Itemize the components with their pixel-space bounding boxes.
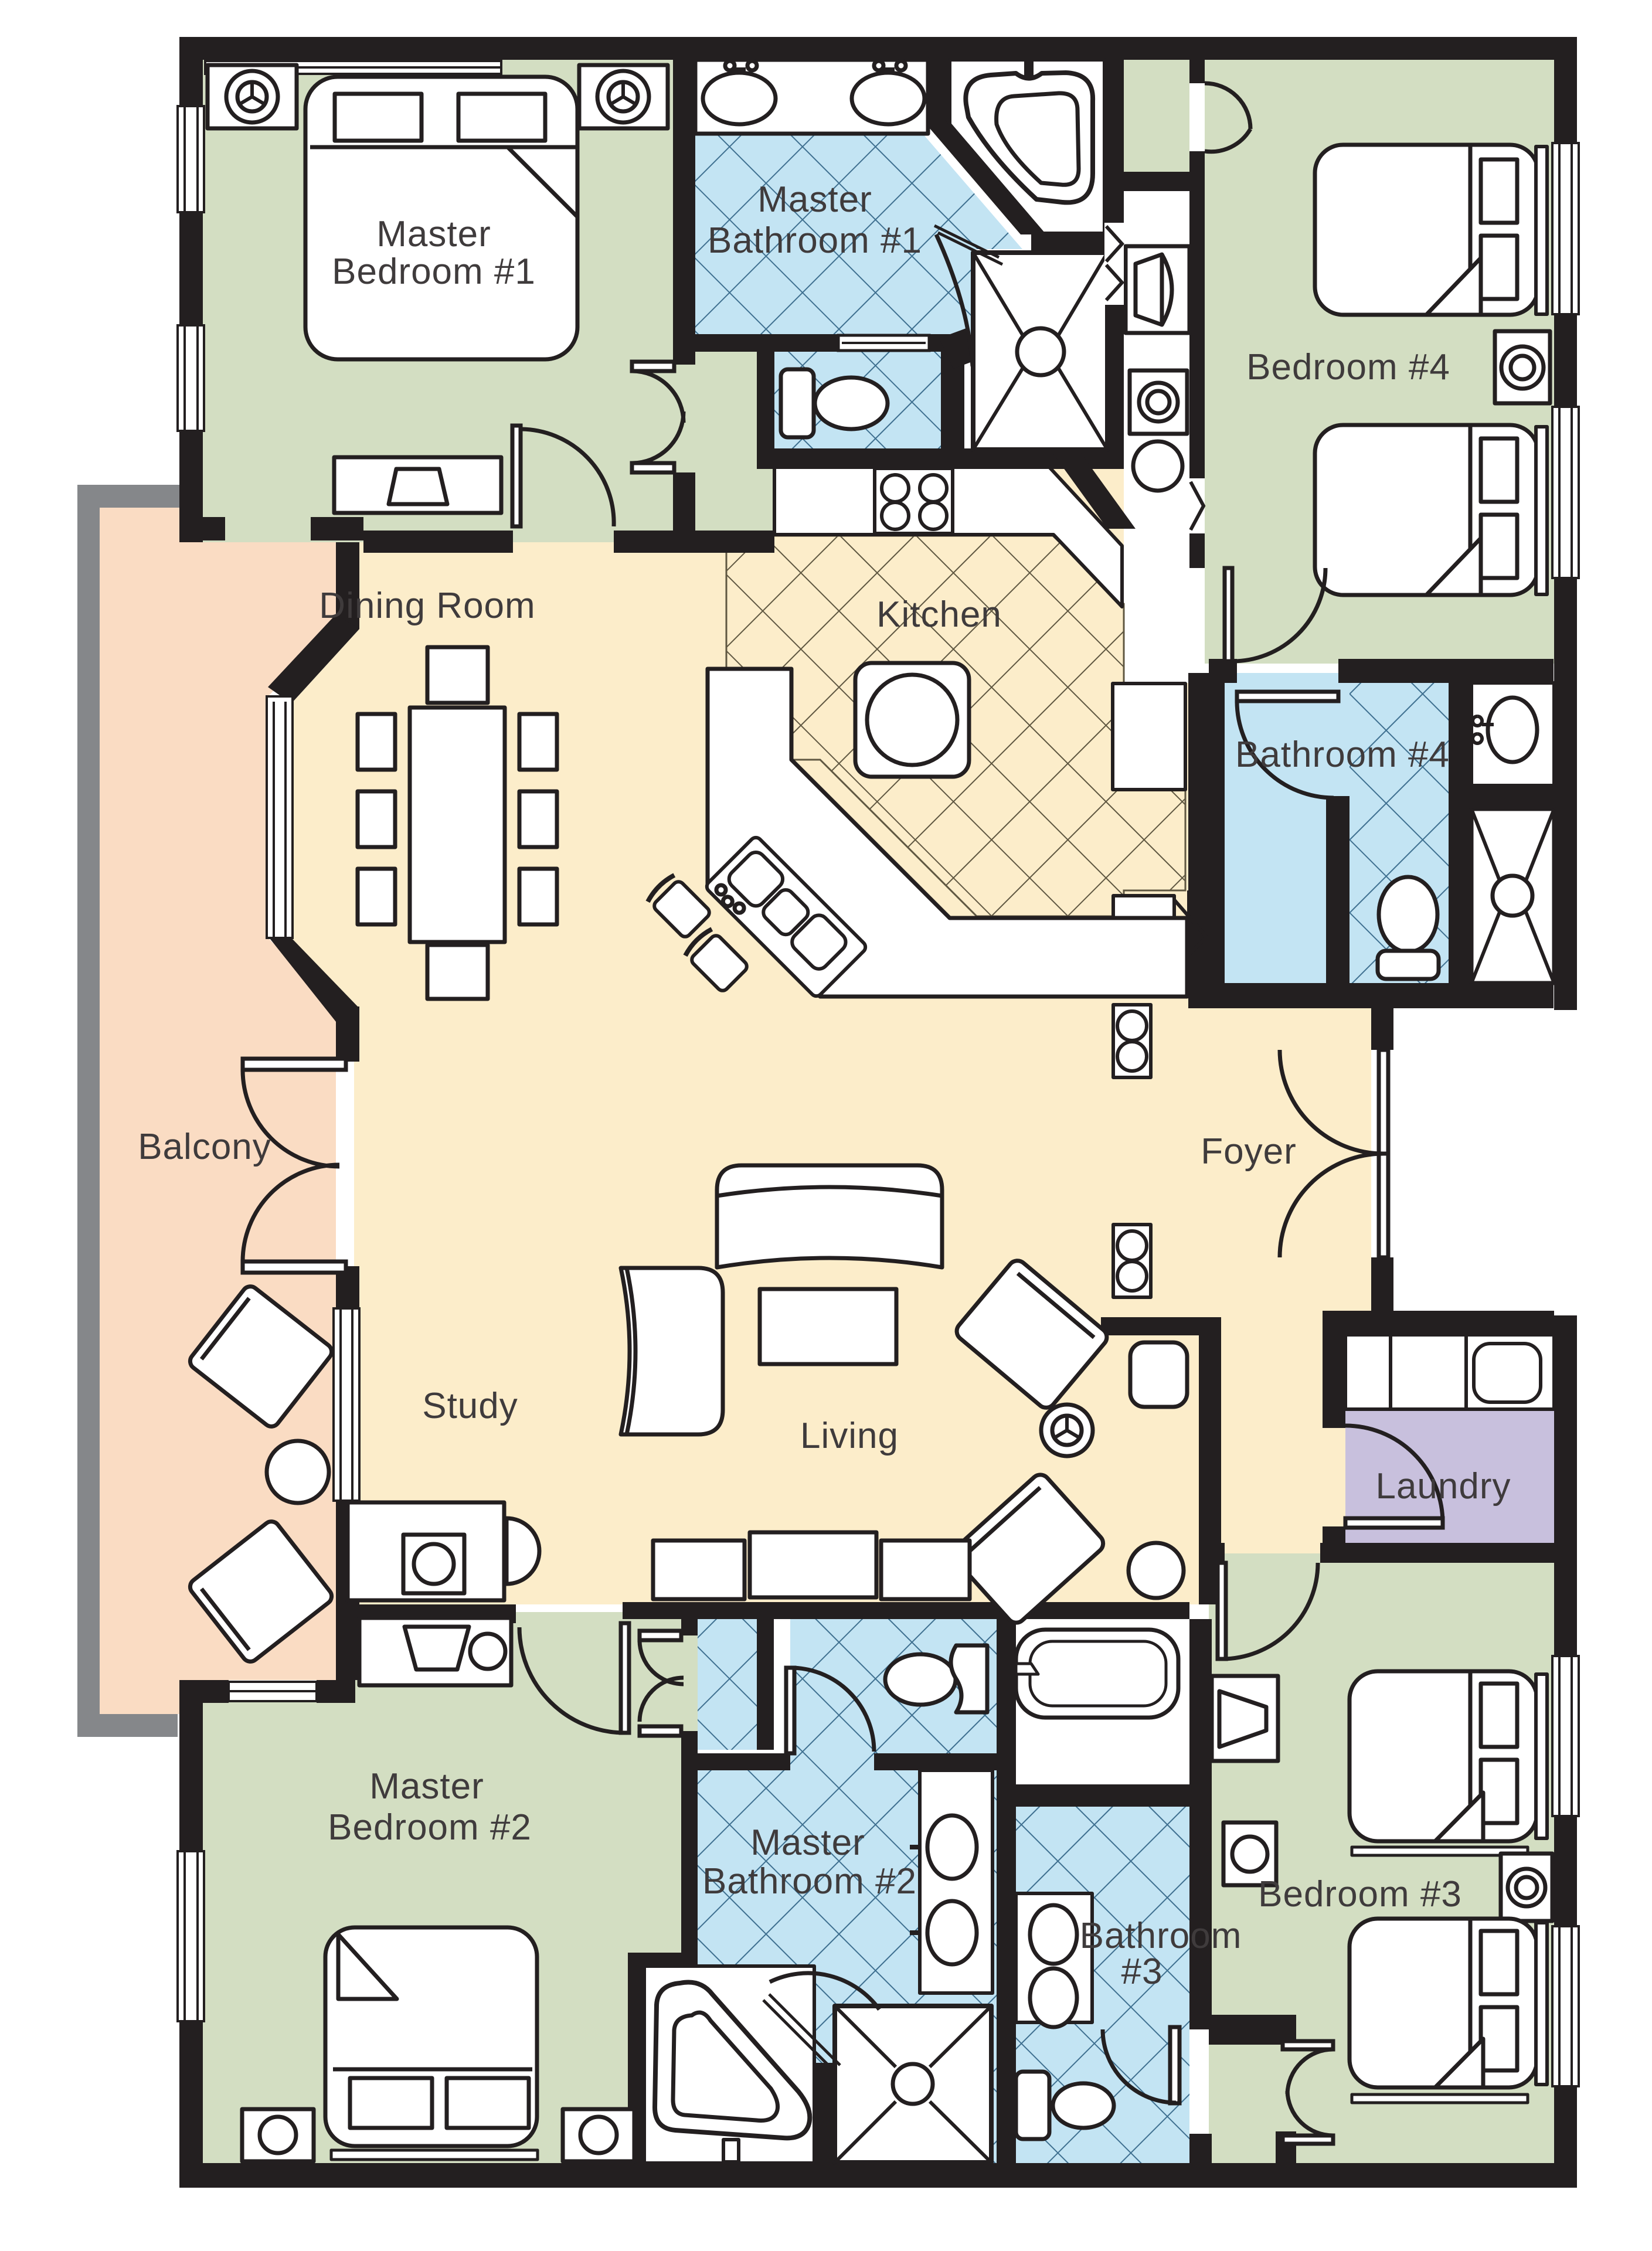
svg-text:Laundry: Laundry: [1375, 1466, 1511, 1507]
svg-text:Bathroom #2: Bathroom #2: [702, 1861, 917, 1902]
svg-text:Master: Master: [376, 214, 491, 254]
svg-text:Master: Master: [369, 1766, 484, 1807]
svg-text:#3: #3: [1121, 1951, 1163, 1992]
svg-text:Bedroom #4: Bedroom #4: [1246, 347, 1450, 387]
svg-text:Kitchen: Kitchen: [876, 594, 1002, 635]
svg-text:Foyer: Foyer: [1201, 1131, 1296, 1172]
svg-text:Master: Master: [757, 179, 872, 220]
svg-text:Bathroom #4: Bathroom #4: [1235, 735, 1450, 775]
svg-text:Master: Master: [750, 1822, 865, 1863]
svg-text:Study: Study: [422, 1386, 518, 1426]
svg-text:Bedroom #2: Bedroom #2: [328, 1807, 532, 1848]
svg-text:Bedroom #3: Bedroom #3: [1258, 1874, 1462, 1915]
svg-text:Dining Room: Dining Room: [319, 586, 535, 626]
svg-text:Bedroom #1: Bedroom #1: [332, 251, 536, 292]
svg-text:Living: Living: [800, 1416, 899, 1456]
svg-text:Bathroom: Bathroom: [1080, 1916, 1242, 1956]
svg-text:Bathroom #1: Bathroom #1: [708, 220, 922, 261]
svg-text:Balcony: Balcony: [138, 1127, 271, 1167]
